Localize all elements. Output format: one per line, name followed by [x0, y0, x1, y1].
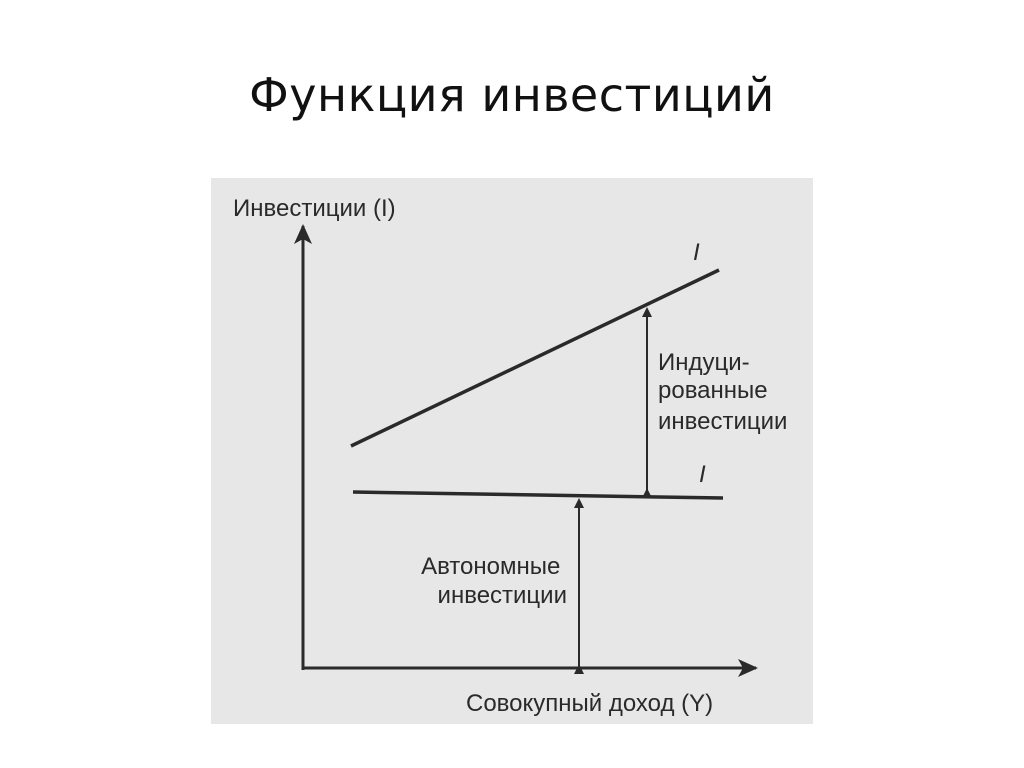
- investment-function-diagram: Инвестиции (I) Совокупный доход (Y) I I …: [211, 178, 813, 724]
- autonomous-label-line-1: Автономные: [421, 553, 560, 580]
- induced-label-line-1: Индуци-: [658, 349, 750, 376]
- y-axis-label: Инвестиции (I): [233, 195, 396, 222]
- total-investment-line-label: I: [693, 239, 700, 266]
- autonomous-investment-label: Автономные инвестиции: [421, 553, 567, 609]
- induced-investment-label: Индуци- рованные инвестиции: [658, 349, 787, 435]
- x-axis-label: Совокупный доход (Y): [466, 690, 713, 717]
- diagram-canvas: Инвестиции (I) Совокупный доход (Y) I I …: [233, 195, 787, 717]
- induced-label-line-2: рованные: [658, 377, 768, 404]
- slide-title: Функция инвестиций: [249, 68, 775, 122]
- autonomous-investment-line-label: I: [699, 461, 706, 488]
- induced-label-line-3: инвестиции: [658, 408, 787, 435]
- autonomous-investment-line: [352, 490, 724, 500]
- total-investment-line: [350, 268, 720, 448]
- autonomous-label-line-2: инвестиции: [438, 582, 567, 609]
